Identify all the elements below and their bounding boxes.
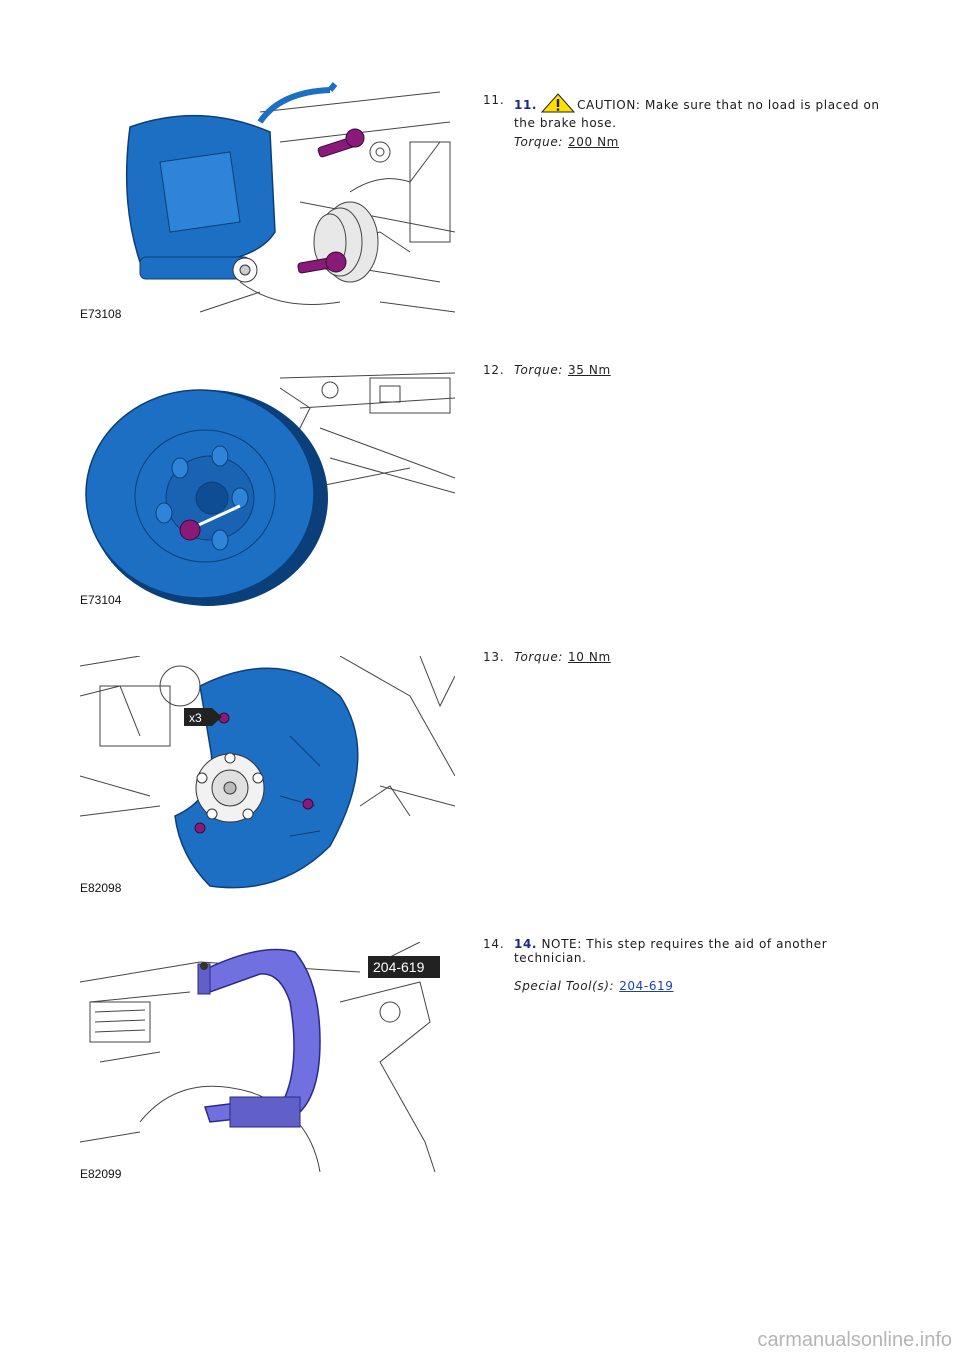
boot-rings <box>313 201 379 283</box>
callout-x3: x3 <box>184 708 222 726</box>
brake-disc-illustration: E73104 <box>80 372 455 607</box>
step-bold-prefix: 14. <box>514 937 538 951</box>
shield-bolts <box>194 712 314 834</box>
step-number: 12. <box>483 363 505 377</box>
step-number: 14. <box>483 937 505 951</box>
figure-brake-caliper: E73108 <box>80 82 455 322</box>
tool-tag-204-619: 204-619 <box>368 956 440 978</box>
watermark-footer: carmanualsonline.info <box>757 1329 952 1351</box>
spec-value[interactable]: 35 Nm <box>567 363 611 377</box>
figure-special-tool: 204-619 E82099 <box>80 942 455 1182</box>
bolt-upper <box>317 128 365 158</box>
caution-text: CAUTION: Make sure that no load is place… <box>514 98 880 130</box>
spec-label: Torque: <box>514 135 563 149</box>
spec-torque: Torque: 200 Nm <box>514 135 619 149</box>
spec-torque: Torque: 35 Nm <box>514 363 611 377</box>
step-text: 14. NOTE: This step requires the aid of … <box>514 937 904 965</box>
brake-caliper-illustration: E73108 <box>80 82 455 321</box>
figure-brake-disc: E73104 <box>80 368 455 608</box>
splash-shield-illustration: x3 E82098 <box>80 656 455 895</box>
note-text: NOTE: This step requires the aid of anot… <box>514 937 828 965</box>
figure-label: E73104 <box>80 593 122 607</box>
special-tool-link[interactable]: 204-619 <box>619 979 674 993</box>
callout-label: x3 <box>189 711 202 725</box>
tool-tag-label: 204-619 <box>373 959 425 975</box>
figure-splash-shield: x3 E82098 <box>80 656 455 896</box>
spec-value[interactable]: 200 Nm <box>567 135 619 149</box>
wheel-studs <box>155 445 249 551</box>
step-number: 13. <box>483 650 505 664</box>
warning-icon <box>540 93 576 116</box>
spec-label: Torque: <box>514 363 563 377</box>
retaining-screw-icon <box>179 519 201 541</box>
step-text: 11.CAUTION: Make sure that no load is pl… <box>514 93 904 130</box>
spec-value[interactable]: 10 Nm <box>567 650 611 664</box>
spec-special-tool: Special Tool(s): 204-619 <box>514 979 674 993</box>
figure-label: E73108 <box>80 307 122 321</box>
step-bold-prefix: 11. <box>514 98 538 112</box>
special-tool-illustration: 204-619 E82099 <box>80 942 440 1181</box>
spec-torque: Torque: 10 Nm <box>514 650 611 664</box>
spec-label: Special Tool(s): <box>514 979 615 993</box>
figure-label: E82098 <box>80 881 122 895</box>
step-number: 11. <box>483 93 505 107</box>
figure-label: E82099 <box>80 1167 122 1181</box>
spec-label: Torque: <box>514 650 563 664</box>
bolt-lower <box>297 251 347 274</box>
